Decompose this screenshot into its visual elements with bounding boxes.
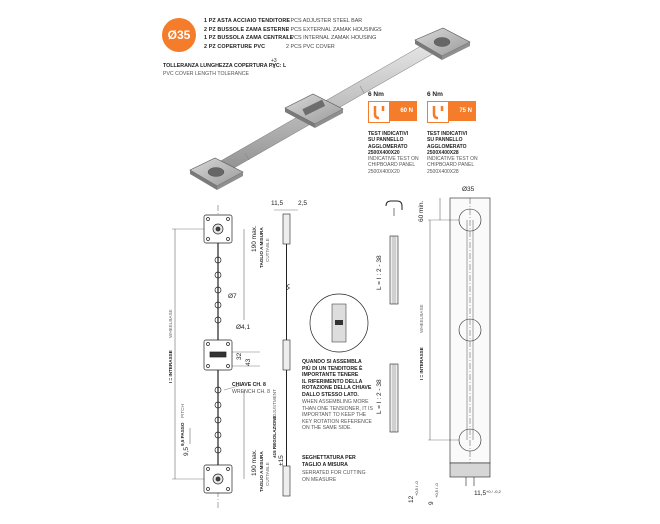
components-list-en: 1 PCS ADJUSTER STEEL BAR 2 PCS EXTERNAL … [286, 17, 382, 51]
dim-43: 43 [245, 358, 252, 366]
component-it-1: 1 PZ ASTA ACCIAIO TENDITORE [204, 18, 291, 24]
note-it-line: IL RIFERIMENTO DELLA [302, 378, 363, 385]
test1-it-line: 2500X400X20 [368, 149, 400, 156]
note-en-line: ON THE SAME SIDE. [302, 425, 352, 432]
wheelbase-label: WHEELBASE [168, 309, 173, 338]
dim-12: 12 [408, 495, 415, 503]
test2-it-line: SU PANNELLO [427, 137, 463, 144]
note2-en-line: ON MEASURE [302, 476, 337, 483]
test1-it-line: TEST INDICATIVI [368, 131, 409, 137]
central-housing [284, 93, 344, 128]
component-en-1: 1 PCS ADJUSTER STEEL BAR [286, 18, 363, 24]
product-3d-illustration [189, 27, 471, 190]
pitch-label: PITCH [180, 404, 185, 418]
dim-32: 32 [236, 352, 243, 360]
end-housing-left [189, 157, 244, 190]
dim-190-upper: 190 max. [251, 225, 258, 252]
dim-L-upper: L = I : 2 - 38 [376, 255, 383, 290]
test1-wrench-icon [368, 101, 390, 123]
test1-torque: 6 Nm [368, 91, 384, 98]
wheelbase-label-right: WHEELBASE [419, 304, 424, 333]
test2-text: TEST INDICATIVI SU PANNELLO AGGLOMERATO … [427, 131, 478, 175]
dim-60-min: 60 min. [418, 200, 425, 222]
note-en-line: WHEN ASSEMBLING MORE [302, 399, 369, 405]
test1-it-line: AGGLOMERATO [368, 143, 408, 150]
test2-torque: 6 Nm [427, 91, 443, 98]
tolerance-label-it: TOLLERANZA LUNGHEZZA COPERTURA PVC: L [163, 63, 287, 69]
test1-force: 60 N [389, 101, 417, 121]
end-housing-right [414, 27, 471, 60]
regolazione-label: ±15 REGOLAZIONE [272, 415, 277, 458]
note2-en-line: SERRATED FOR CUTTING [302, 470, 366, 476]
assembly-note-en: WHEN ASSEMBLING MORE THAN ONE TENSIONER,… [302, 399, 394, 432]
dim-190-lower: 190 max. [251, 449, 258, 476]
test1-en-line: 2500X400X20 [368, 168, 400, 175]
component-it-2: 2 PZ BUSSOLE ZAMA ESTERNE [204, 26, 290, 33]
tol-9: +0,5 / -0 [434, 483, 439, 498]
dim-9-5: 9,5 [183, 446, 190, 456]
tolerance-minus: -1 [271, 64, 276, 70]
component-en-3: 1 PCS INTERNAL ZAMAK HOUSING [286, 35, 377, 42]
tolerance-plus: +3 [271, 58, 277, 64]
tol-12: +0,5 / -0 [414, 481, 419, 496]
taglio-label-upper: TAGLIO A MISURA [259, 227, 264, 268]
test2-en-line: INDICATIVE TEST ON [427, 156, 478, 163]
interasse-label: I = INTERASSE [168, 350, 173, 383]
note-it-line: ROTAZIONE DELLA CHIAVE [302, 385, 372, 392]
dim-d7: Ø7 [228, 293, 237, 300]
note-it-line: QUANDO SI ASSEMBLA [302, 359, 362, 365]
test1-text: TEST INDICATIVI SU PANNELLO AGGLOMERATO … [368, 131, 419, 175]
tol-11-5: +0 / -0,2 [486, 489, 501, 494]
note-it-line: IMPORTANTE TENERE [302, 372, 359, 379]
taglio-label-lower: TAGLIO A MISURA [259, 451, 264, 492]
dim-d41: Ø4,1 [236, 324, 251, 331]
note-en-line: IMPORTANT TO KEEP THE [302, 412, 367, 419]
dim-pm15: ±15 [278, 455, 285, 466]
components-list-it: 1 PZ ASTA ACCIAIO TENDITORE 2 PZ BUSSOLE… [204, 17, 293, 51]
note-en-line: KEY ROTATION REFERENCE [302, 418, 372, 425]
tolerance-label-en: PVC COVER LENGTH TOLERANCE [163, 71, 249, 77]
front-view-drawing [172, 205, 260, 510]
component-en-2: 2 PCS EXTERNAL ZAMAK HOUSINGS [286, 26, 382, 33]
note-it-line: DALLO STESSO LATO. [302, 391, 359, 398]
test1-en-line: CHIPBOARD PANEL [368, 162, 416, 169]
serrated-note-en: SERRATED FOR CUTTING ON MEASURE [302, 470, 366, 483]
wrench-label-en: WRENCH CH. 8 [232, 389, 271, 395]
interasse-label-right: I = INTERASSE [419, 347, 424, 380]
passo-label: 9,5 PASSO [180, 422, 185, 446]
test2-it-line: AGGLOMERATO [427, 143, 467, 150]
test2-it-line: 2500X400X28 [427, 149, 459, 156]
detail-circle [309, 293, 369, 353]
diameter-badge: Ø35 [162, 18, 196, 52]
note2-it-line: TAGLIO A MISURA [302, 461, 348, 468]
note2-it-line: SEGHETTATURA PER [302, 455, 356, 461]
dim-2-5: 2,5 [298, 200, 308, 207]
test2-force: 75 N [448, 101, 476, 121]
assembly-note-it: QUANDO SI ASSEMBLA PIÙ DI UN TENDITORE È… [302, 359, 392, 399]
component-en-4: 2 PCS PVC COVER [286, 43, 335, 50]
test2-en-line: CHIPBOARD PANEL [427, 162, 475, 169]
wrench-label-it: CHIAVE CH. 8 [232, 382, 266, 388]
dim-9: 9 [428, 501, 435, 505]
serrated-note-it: SEGHETTATURA PER TAGLIO A MISURA [302, 455, 356, 468]
test2-wrench-icon [427, 101, 449, 123]
test2-en-line: 2500X400X28 [427, 168, 459, 175]
tolerance-values: +3 -1 [271, 58, 277, 70]
dim-L-lower: L = I : 2 - 38 [376, 379, 383, 414]
note-it-line: PIÙ DI UN TENDITORE È [302, 365, 363, 372]
component-it-3: 1 PZ BUSSOLA ZAMA CENTRALE [204, 35, 294, 42]
test2-it-line: TEST INDICATIVI [427, 131, 468, 137]
dim-d35: Ø35 [462, 186, 475, 193]
test1-it-line: SU PANNELLO [368, 137, 404, 144]
dim-11-5-top: 11,5 [271, 200, 284, 207]
panel-section-drawing [385, 197, 491, 486]
dim-11-5-bottom: 11,5 [474, 490, 487, 497]
component-it-4: 2 PZ COPERTURE PVC [204, 43, 266, 50]
adjustment-label: ADJUSTMENT [272, 389, 277, 420]
test1-en-line: INDICATIVE TEST ON [368, 156, 419, 163]
side-view-drawing [274, 209, 298, 497]
note-en-line: THAN ONE TENSIONER, IT IS [302, 405, 373, 412]
